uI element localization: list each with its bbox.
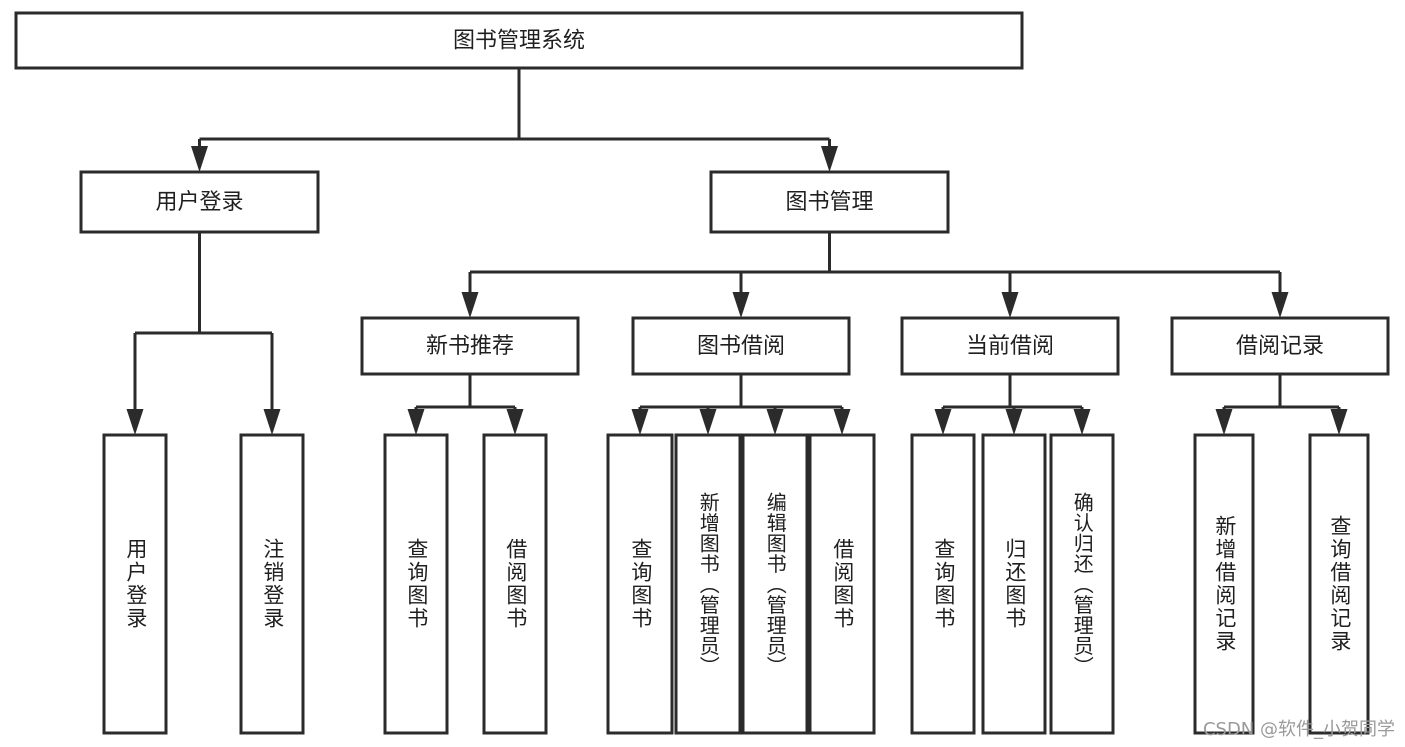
node-box <box>631 316 851 376</box>
arrow-head-icon <box>1271 292 1289 318</box>
node-book-manage[interactable]: 图书管理 <box>709 170 950 234</box>
connector-root-to-level2 <box>191 68 838 172</box>
leaf-box-leaf-return-book[interactable] <box>981 433 1047 735</box>
leaf-box-leaf-borrow-book-2[interactable] <box>808 433 876 735</box>
arrow-head-icon <box>766 409 784 435</box>
arrow-head-icon <box>1215 409 1233 435</box>
connector-book-manage-to-level3 <box>461 232 1289 318</box>
leaf-box-leaf-query-record[interactable] <box>1308 433 1370 735</box>
arrow-head-icon <box>506 409 524 435</box>
leaf-box-leaf-query-book-3[interactable] <box>910 433 976 735</box>
leaf-box-leaf-query-book-2[interactable] <box>606 433 674 735</box>
leaf-box-leaf-user-logout[interactable] <box>239 433 305 735</box>
node-box <box>900 316 1120 376</box>
leaf-box-leaf-add-record[interactable] <box>1193 433 1255 735</box>
node-label: 图书借阅 <box>697 334 785 359</box>
node-current-borrow[interactable]: 当前借阅 <box>900 316 1120 376</box>
node-label: 用户登录 <box>155 190 243 215</box>
arrow-head-icon <box>1330 409 1348 435</box>
arrow-head-icon <box>1073 409 1091 435</box>
connector-user-login-to-leaves <box>126 232 281 435</box>
arrow-head-icon <box>934 409 952 435</box>
arrow-head-icon <box>631 409 649 435</box>
connector-borrow-records-to-leaves <box>1215 374 1348 435</box>
connector-book-borrow-to-leaves <box>631 374 851 435</box>
arrow-head-icon <box>407 409 425 435</box>
arrow-head-icon <box>191 146 208 172</box>
node-box <box>1170 316 1390 376</box>
node-label: 图书管理系统 <box>453 29 585 54</box>
node-box <box>360 316 580 376</box>
watermark-text: CSDN @软件_小贺同学 <box>1202 719 1395 740</box>
connector-new-book-recommend-to-leaves <box>407 374 524 435</box>
node-user-login[interactable]: 用户登录 <box>79 170 320 234</box>
arrow-head-icon <box>126 409 144 435</box>
node-label: 图书管理 <box>785 190 873 215</box>
leaf-box-leaf-query-book-1[interactable] <box>383 433 449 735</box>
leaf-box-leaf-user-login[interactable] <box>102 433 168 735</box>
arrow-head-icon <box>821 146 838 172</box>
node-box <box>79 170 320 234</box>
node-box <box>709 170 950 234</box>
node-label: 新书推荐 <box>426 334 514 359</box>
arrow-head-icon <box>833 409 851 435</box>
leaf-box-leaf-edit-book[interactable] <box>741 433 809 735</box>
leaf-box-leaf-borrow-book-1[interactable] <box>482 433 548 735</box>
node-root[interactable]: 图书管理系统 <box>14 11 1024 70</box>
leaf-box-leaf-confirm-return[interactable] <box>1049 433 1115 735</box>
arrow-head-icon <box>1001 292 1019 318</box>
node-book-borrow[interactable]: 图书借阅 <box>631 316 851 376</box>
arrow-head-icon <box>699 409 717 435</box>
arrow-head-icon <box>263 409 281 435</box>
connector-current-borrow-to-leaves <box>934 374 1091 435</box>
node-label: 当前借阅 <box>966 334 1054 359</box>
node-new-book-recommend[interactable]: 新书推荐 <box>360 316 580 376</box>
leaf-box-leaf-add-book[interactable] <box>674 433 742 735</box>
node-label: 借阅记录 <box>1236 334 1324 359</box>
arrow-head-icon <box>1005 409 1023 435</box>
node-box <box>14 11 1024 70</box>
arrow-head-icon <box>732 292 750 318</box>
node-borrow-records[interactable]: 借阅记录 <box>1170 316 1390 376</box>
arrow-head-icon <box>461 292 479 318</box>
